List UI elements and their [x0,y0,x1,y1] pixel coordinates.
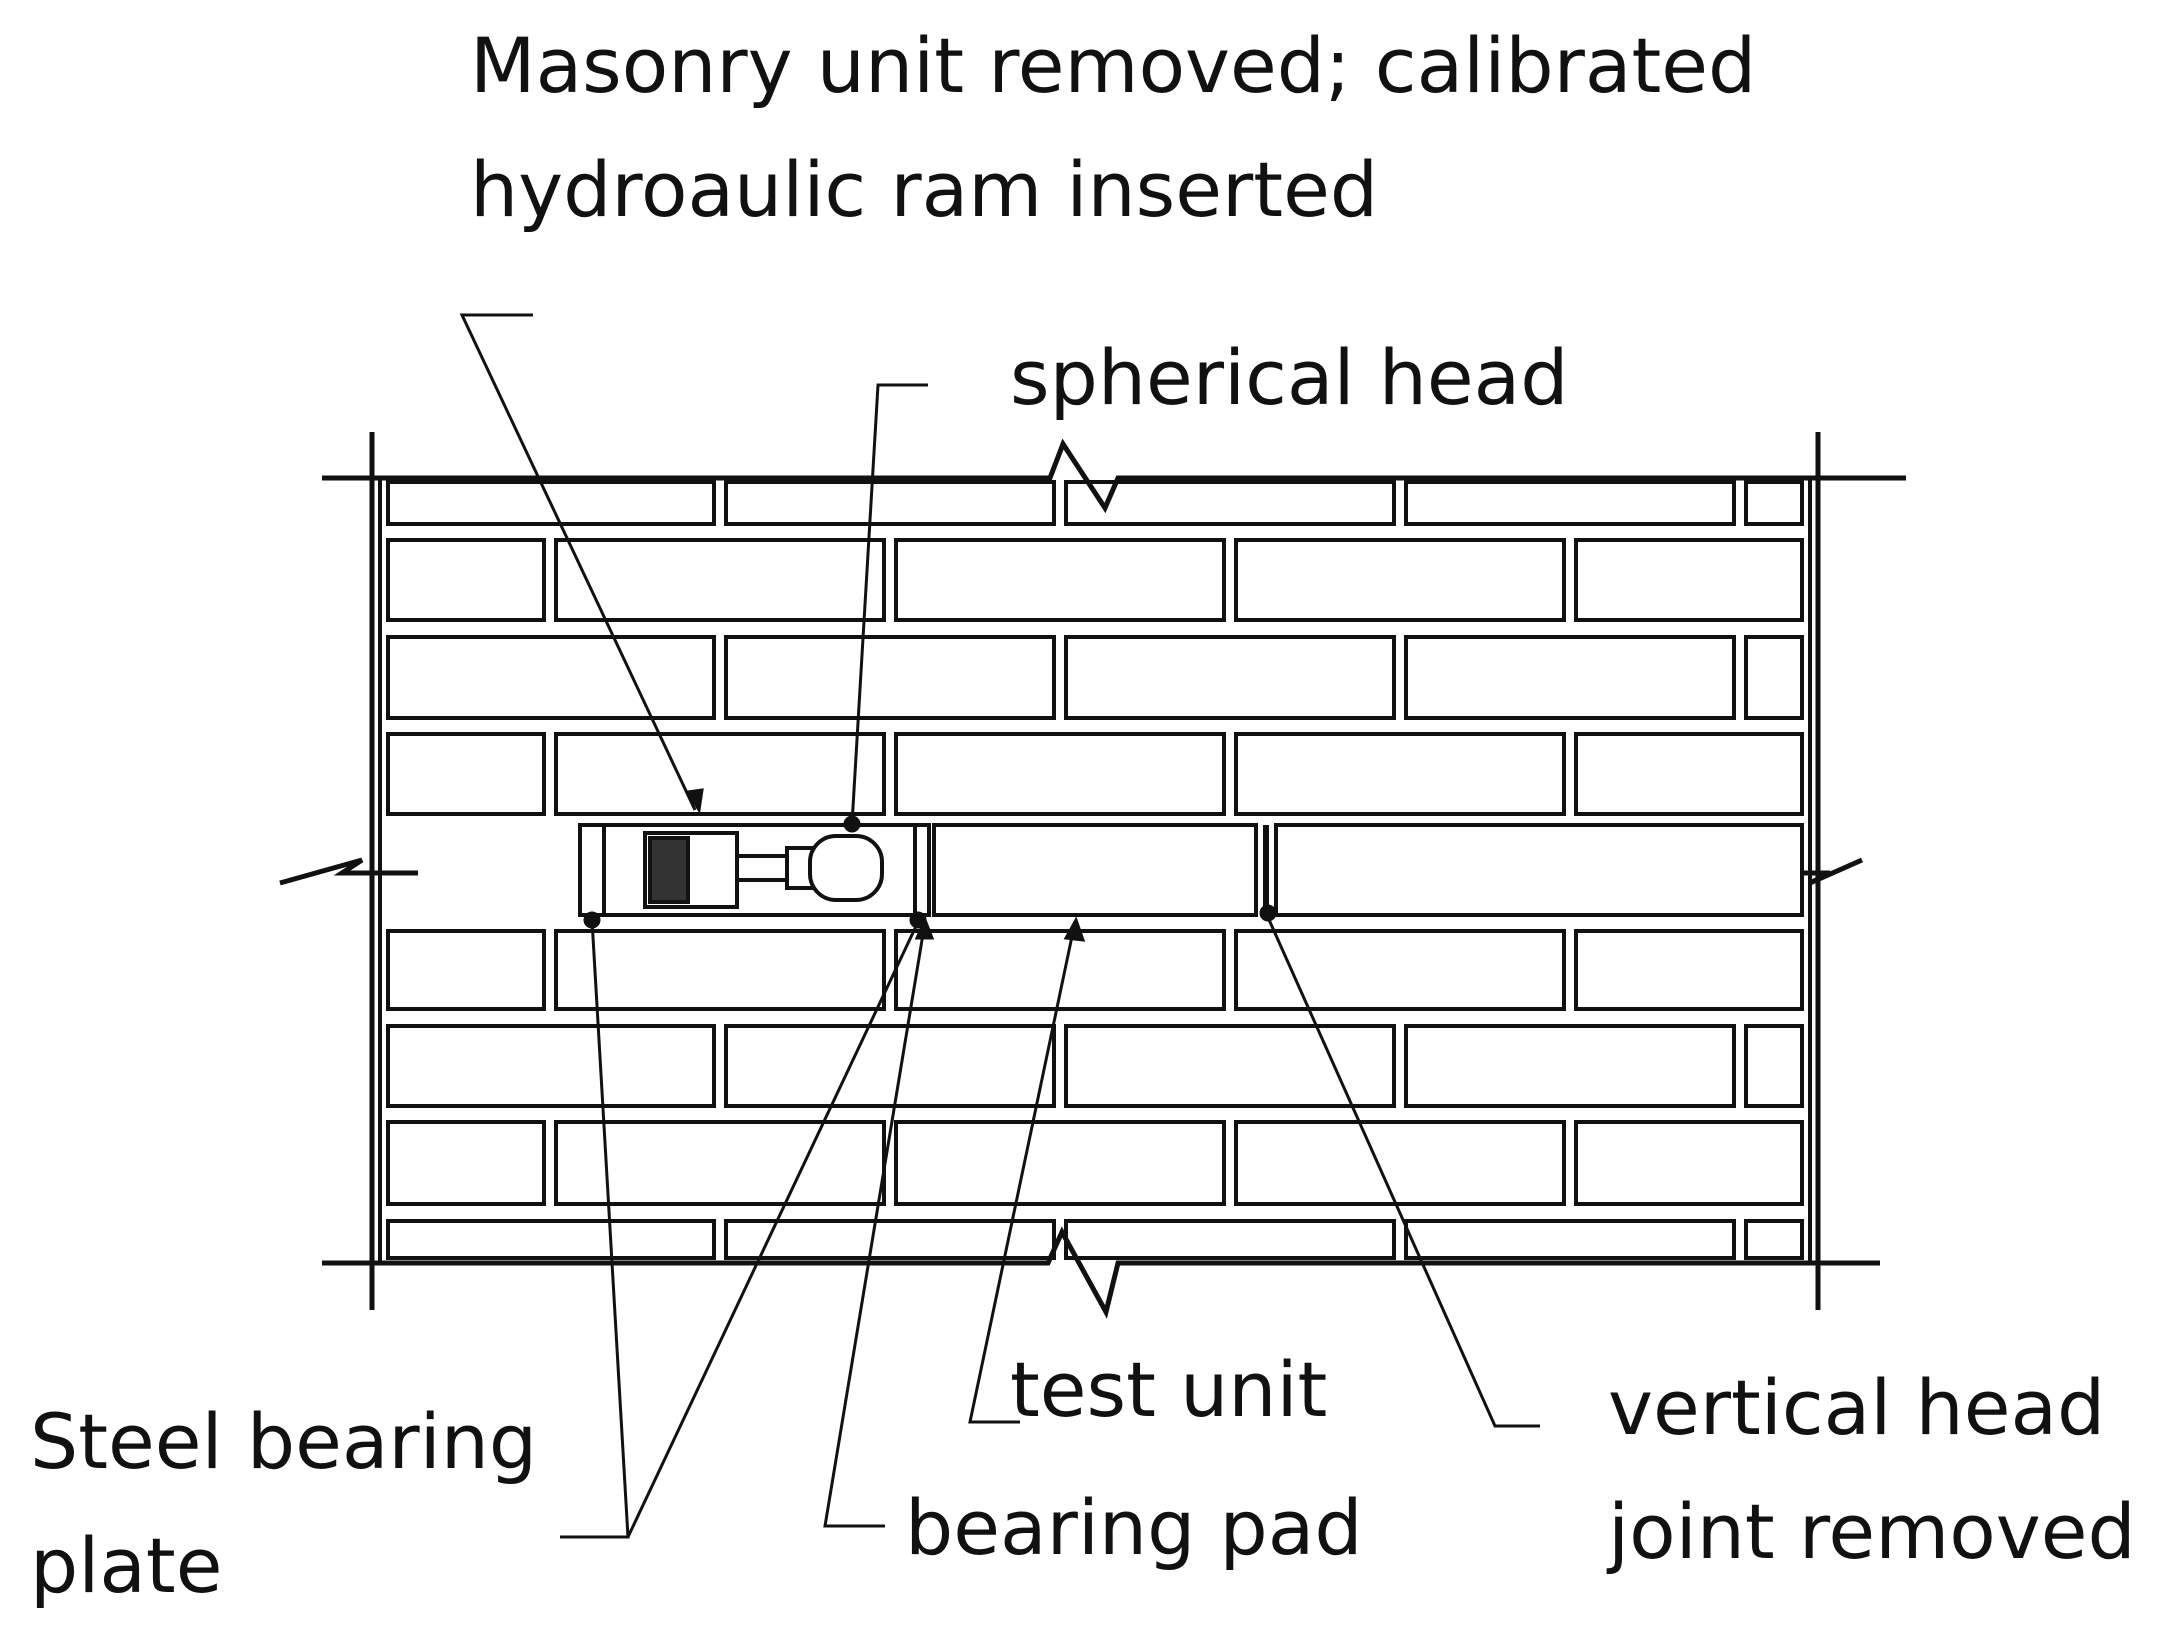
brick [1404,1024,1736,1108]
label-steel-bearing-plate: Steel bearing plate [30,1380,537,1628]
leader-vertical-head-joint [1264,912,1540,1428]
brick [724,1024,1056,1108]
brick [724,480,1056,526]
brick [554,929,886,1011]
arrow-bearing-pad [914,916,935,940]
brick [1064,635,1396,720]
brick [386,732,546,816]
spherical-head [808,834,884,902]
label-vertical-head-line-1: vertical head [1608,1363,2106,1452]
brick [1234,732,1566,816]
brick [1064,480,1396,526]
left-break-line [279,857,418,886]
label-steel-bearing-line-1: Steel bearing [30,1397,538,1486]
brick [1574,929,1804,1011]
brick [386,538,546,622]
brick [386,1024,716,1108]
brick [724,635,1056,720]
label-masonry-unit-line-1: Masonry unit removed; calibrated [470,21,1757,110]
steel-bearing-plate-left [578,823,606,917]
test-cavity [578,823,1804,917]
leader-steel-plate-1 [560,919,630,1539]
adjacent-brick [1274,823,1804,917]
brick [1404,635,1736,720]
brick [386,1219,716,1260]
brick [554,732,886,816]
brick [1744,1219,1804,1260]
wall-outline [279,432,1906,1319]
brick [1234,1120,1566,1206]
label-steel-bearing-line-2: plate [30,1521,223,1610]
brick [386,480,716,526]
dot-spherical-head [843,815,861,833]
brick [1404,1219,1736,1260]
label-masonry-unit-removed: Masonry unit removed; calibrated hydroau… [470,4,1756,252]
brick [554,538,886,622]
leader-bearing-pad [823,921,927,1528]
brick [894,732,1226,816]
test-unit-brick [932,823,1258,917]
brick [894,538,1226,622]
top-break-line [322,438,1906,514]
brick [1234,929,1566,1011]
brick [386,635,716,720]
brick [1574,732,1804,816]
leader-lines [459,313,1540,1539]
dot-steel-plate-left [583,911,601,929]
steel-bearing-plate-right [913,823,931,917]
label-test-unit: test unit [1010,1345,1328,1434]
leader-spherical-head [850,383,928,825]
brick [724,1219,1056,1260]
label-spherical-head: spherical head [1010,333,1569,422]
label-masonry-unit-line-2: hydroaulic ram inserted [470,145,1379,234]
brick [1744,635,1804,720]
label-vertical-head-joint-removed: vertical head joint removed [1608,1346,2136,1594]
leader-masonry-unit [459,313,697,811]
brick [386,929,546,1011]
label-vertical-head-line-2: joint removed [1608,1487,2136,1576]
leader-steel-plate-2 [626,921,920,1538]
brick [1404,480,1736,526]
brick-courses [378,478,1812,1263]
hydraulic-ram-core [648,836,690,904]
hydraulic-ram-rod [735,854,789,882]
right-break-line [1782,857,1864,886]
bottom-break-line [322,1226,1880,1319]
brick [386,1120,546,1206]
brick [1574,1120,1804,1206]
brick [1234,538,1566,622]
brick [1574,538,1804,622]
leader-test-unit [968,921,1077,1424]
brick [1744,1024,1804,1108]
brick [894,1120,1226,1206]
brick [1744,480,1804,526]
brick [1064,1024,1396,1108]
brick [1064,1219,1396,1260]
label-bearing-pad: bearing pad [905,1483,1363,1572]
arrow-masonry-unit [685,788,704,815]
arrow-test-unit [1063,916,1086,942]
dot-vertical-head-joint [1259,904,1277,922]
